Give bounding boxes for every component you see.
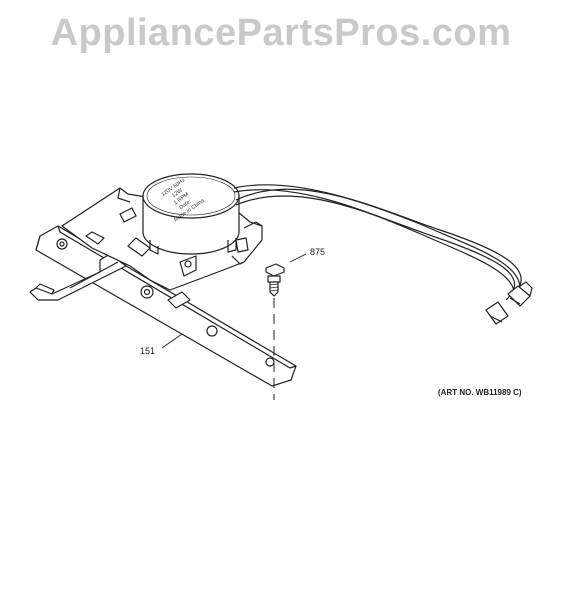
leader-151 — [161, 333, 183, 349]
motor-label-line2: 12W — [171, 187, 184, 199]
leader-875 — [289, 253, 307, 263]
timer-motor — [142, 173, 240, 255]
wire-terminals — [485, 281, 533, 325]
wire-harness — [233, 184, 522, 301]
watermark: AppliancePartsPros.com — [50, 12, 512, 54]
callout-875: 875 — [310, 247, 325, 257]
screw-875 — [265, 263, 285, 297]
callout-151: 151 — [140, 346, 155, 356]
art-number: (ART NO. WB11989 C) — [438, 388, 522, 397]
